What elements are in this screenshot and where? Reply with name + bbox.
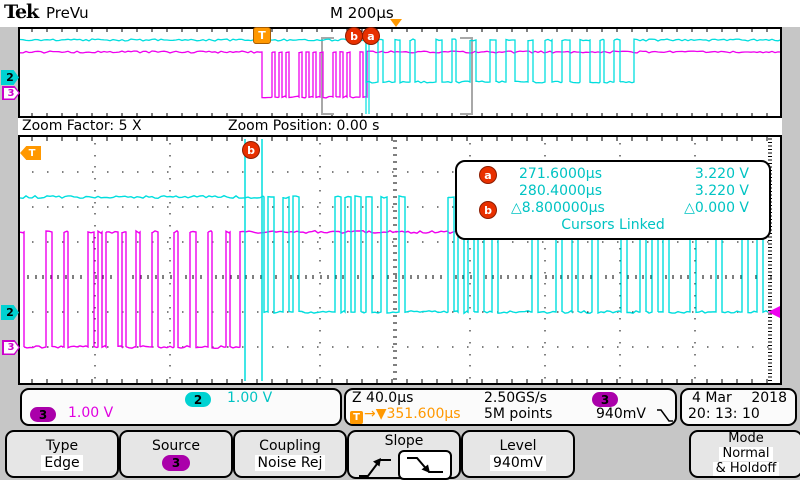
sample-rate-readout: 2.50GS/s	[484, 390, 547, 406]
mode-title: Mode	[728, 431, 764, 446]
cursors-linked-label: Cursors Linked	[561, 217, 665, 233]
zoom-info-bar: Zoom Factor: 5 X Zoom Position: 0.00 s	[18, 118, 782, 135]
trigger-position-marker-main[interactable]: T	[20, 146, 41, 160]
ch3-position-tag-overview[interactable]: 3	[2, 86, 20, 100]
cursor-delta-time: △8.800000µs	[511, 200, 605, 216]
coupling-value: Noise Rej	[254, 454, 326, 471]
ch2-position-tag-overview[interactable]: 2	[1, 70, 19, 85]
source-value-badge: 3	[162, 454, 190, 471]
zoom-bracket-left[interactable]	[321, 37, 334, 115]
ch2-badge: 2	[185, 392, 211, 407]
ch3-trace-main	[20, 229, 769, 350]
cursor-a-time: 271.6000µs	[519, 166, 603, 182]
menu-button-source[interactable]: Source 3	[119, 430, 233, 478]
zoom-position-readout: Zoom Position: 0.00 s	[228, 118, 380, 134]
acquisition-readout-box: Z 40.0µs 2.50GS/s 3 T→▼351.600µs 5M poin…	[344, 388, 677, 426]
slope-title: Slope	[384, 433, 424, 449]
trigger-level-readout: 940mV	[596, 406, 646, 422]
cursor-b-time: 280.4000µs	[519, 183, 603, 199]
trigger-level-arrow[interactable]	[768, 305, 780, 319]
cursor-a-voltage: 3.220 V	[694, 166, 749, 182]
cursor-b-voltage: 3.220 V	[694, 183, 749, 199]
trigger-position-readout: T→▼351.600µs	[350, 406, 461, 424]
overview-waveform-svg	[20, 29, 780, 116]
mode-value: Normal	[719, 447, 773, 461]
menu-button-coupling[interactable]: Coupling Noise Rej	[233, 430, 347, 478]
menu-button-type[interactable]: Type Edge	[5, 430, 119, 478]
cursor-delta-voltage: △0.000 V	[684, 200, 749, 216]
trigger-slope-icon	[637, 392, 675, 444]
falling-slope-icon	[407, 457, 443, 473]
zoom-factor-readout: Zoom Factor: 5 X	[22, 118, 142, 134]
level-title: Level	[499, 437, 537, 454]
ch3-trace-overview	[20, 50, 780, 99]
cursor-a-badge: a	[479, 166, 497, 184]
ch3-badge: 3	[30, 407, 56, 422]
zoom-bracket-right[interactable]	[460, 37, 473, 115]
trigger-position-marker-overview[interactable]: T	[253, 27, 271, 44]
trigger-t-icon: T	[350, 411, 363, 424]
overview-window	[18, 27, 782, 118]
date-year: 2018	[751, 390, 787, 406]
falling-slope-selected-box[interactable]	[398, 450, 452, 480]
channel-scale-box: 2 1.00 V 3 1.00 V	[20, 388, 342, 426]
time-readout: 20: 13: 10	[688, 406, 760, 422]
menu-button-mode[interactable]: Mode Normal & Holdoff	[689, 430, 800, 478]
ch3-position-tag-main[interactable]: 3	[2, 340, 20, 355]
coupling-title: Coupling	[259, 437, 321, 454]
tek-logo: Tek	[4, 1, 39, 23]
ch3-scale-readout: 1.00 V	[68, 405, 114, 421]
expansion-point-marker[interactable]	[390, 19, 402, 27]
trigger-source-badge: 3	[592, 392, 618, 407]
main-timebase-readout: M 200µs	[330, 4, 394, 22]
cursor-b-row: 280.4000µs 3.220 V	[457, 183, 769, 200]
datetime-box: 4 Mar 2018 20: 13: 10	[680, 388, 797, 426]
rising-slope-icon[interactable]	[356, 454, 394, 480]
cursor-b-marker-overview[interactable]: b	[345, 27, 363, 45]
level-value: 940mV	[490, 454, 546, 471]
cursor-b-badge: b	[479, 201, 497, 219]
ch2-trace-overview	[20, 38, 780, 84]
mode-value2: & Holdoff	[712, 462, 780, 476]
type-title: Type	[45, 437, 79, 454]
overview-edge-ticks	[31, 29, 768, 116]
cursor-b-marker-main[interactable]: b	[242, 141, 260, 159]
cursor-a-marker-overview[interactable]: a	[362, 27, 380, 45]
ch2-scale-readout: 1.00 V	[227, 390, 273, 406]
type-value: Edge	[41, 454, 83, 471]
cursor-a-row: a 271.6000µs 3.220 V	[457, 166, 769, 184]
acquisition-status: PreVu	[46, 4, 89, 22]
ch2-position-tag-main[interactable]: 2	[1, 305, 19, 320]
date-day: 4 Mar	[692, 390, 732, 406]
zoom-timebase-readout: Z 40.0µs	[352, 390, 414, 406]
source-title: Source	[151, 437, 201, 454]
cursor-delta-row: b △8.800000µs △0.000 V	[457, 200, 769, 219]
menu-button-slope[interactable]: Slope	[347, 430, 461, 480]
menu-button-level[interactable]: Level 940mV	[461, 430, 575, 478]
record-length-readout: 5M points	[484, 406, 553, 422]
cursor-readout-box: a 271.6000µs 3.220 V 280.4000µs 3.220 V …	[455, 160, 771, 240]
